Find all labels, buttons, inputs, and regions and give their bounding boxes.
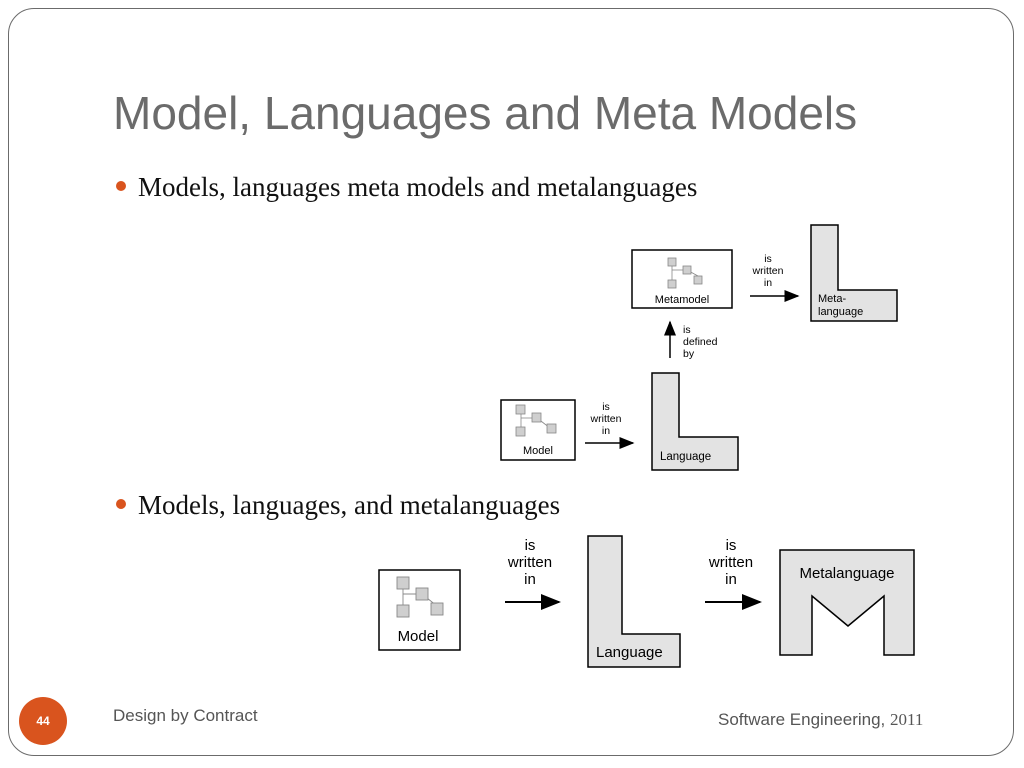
footer-right-text: Software Engineering, bbox=[718, 710, 886, 729]
svg-text:is: is bbox=[764, 253, 772, 265]
metamodel-box: Metamodel bbox=[631, 249, 733, 309]
model-graph-icon bbox=[396, 576, 444, 618]
slide-frame bbox=[8, 8, 1014, 756]
metalanguage-label-2: language bbox=[818, 306, 863, 318]
footer-year: 2011 bbox=[890, 710, 924, 729]
model-box-1: Model bbox=[500, 399, 576, 461]
metalanguage-m-shape: Metalanguage bbox=[779, 549, 915, 656]
footer-left-text: Design by Contract bbox=[113, 706, 258, 725]
written-in-bottom-label: is written in bbox=[590, 401, 622, 437]
page-number-badge: 44 bbox=[19, 697, 67, 745]
metamodel-label: Metamodel bbox=[655, 294, 709, 306]
svg-text:is: is bbox=[683, 324, 691, 336]
svg-text:written: written bbox=[590, 413, 622, 425]
metalanguage-shape: Meta- language bbox=[810, 224, 898, 322]
bullet-text-2: Models, languages, and metalanguages bbox=[138, 490, 561, 520]
bullet-dot-icon bbox=[116, 498, 126, 509]
footer-right: Software Engineering, 2011 bbox=[718, 710, 923, 730]
model-box-2: Model bbox=[378, 569, 461, 651]
language-shape-1: Language bbox=[651, 372, 739, 471]
language-label-2: Language bbox=[596, 644, 663, 661]
bullet-text-1: Models, languages meta models and metala… bbox=[138, 172, 698, 202]
svg-text:in: in bbox=[764, 277, 772, 289]
svg-text:written: written bbox=[752, 265, 784, 277]
written-in-right-label: is written in bbox=[708, 537, 753, 588]
diagram-2: Model is written in Language is written … bbox=[378, 535, 915, 668]
svg-text:in: in bbox=[725, 571, 737, 588]
svg-text:by: by bbox=[683, 348, 695, 360]
model-graph-icon bbox=[667, 257, 703, 289]
language-label-1: Language bbox=[660, 451, 711, 463]
written-in-top-label: is written in bbox=[752, 253, 784, 289]
bullet-item-2: Models, languages, and metalanguages bbox=[116, 490, 560, 521]
svg-text:written: written bbox=[708, 554, 753, 571]
model-graph-icon bbox=[515, 404, 557, 437]
diagram-1: Metamodel is written in Meta- language i… bbox=[500, 224, 898, 471]
language-shape-2: Language bbox=[587, 535, 681, 668]
metalanguage-label-1: Meta- bbox=[818, 293, 846, 305]
defined-by-label: is defined by bbox=[683, 324, 718, 360]
svg-text:written: written bbox=[507, 554, 552, 571]
metalanguage-label-2: Metalanguage bbox=[799, 565, 894, 582]
svg-text:is: is bbox=[602, 401, 610, 413]
svg-text:is: is bbox=[726, 537, 737, 554]
svg-text:in: in bbox=[602, 425, 610, 437]
svg-text:is: is bbox=[525, 537, 536, 554]
written-in-left-label: is written in bbox=[507, 537, 552, 588]
slide-title: Model, Languages and Meta Models bbox=[113, 87, 858, 139]
svg-text:in: in bbox=[524, 571, 536, 588]
model-label-2: Model bbox=[398, 628, 439, 645]
model-label-1: Model bbox=[523, 445, 553, 457]
bullet-item-1: Models, languages meta models and metala… bbox=[116, 172, 697, 203]
bullet-dot-icon bbox=[116, 180, 126, 191]
svg-text:defined: defined bbox=[683, 336, 718, 348]
